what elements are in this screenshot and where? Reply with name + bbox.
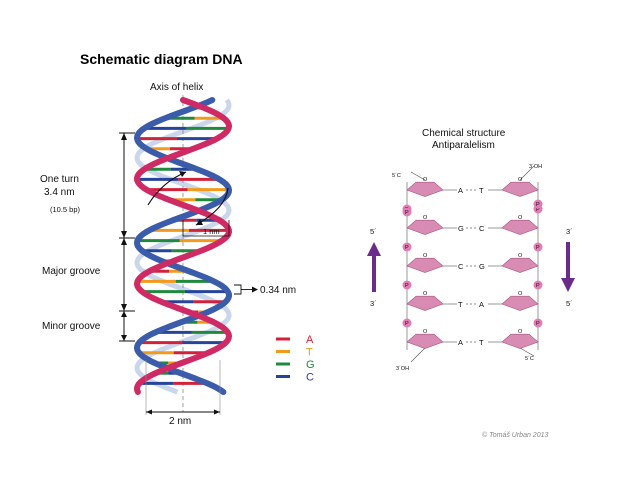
left-base-letter: A (458, 186, 463, 195)
phosphate-group (533, 199, 543, 209)
oxygen-label: O (423, 329, 428, 335)
phosphate-label: P (536, 202, 540, 208)
left-base-letter: T (458, 300, 463, 309)
one-turn-label: One turn (40, 174, 79, 185)
deoxyribose-sugar (406, 257, 444, 273)
one-turn-dimension (119, 132, 135, 239)
rise-label: 0.34 nm (260, 285, 296, 296)
left-base-letter: G (458, 224, 464, 233)
phosphate-group (533, 280, 543, 290)
phosphate-label: P (405, 283, 409, 289)
rotation-arrows (147, 171, 229, 226)
oxygen-label: O (518, 329, 523, 335)
chemical-structure: OOATPPOOGCPPOOCGPPOOTAPPOOATPP (402, 165, 543, 363)
right-direction-arrow (561, 242, 575, 292)
legend-letter: A (306, 334, 314, 346)
deoxyribose-sugar (501, 257, 539, 273)
right-base-letter: G (479, 262, 485, 271)
right-bottom-end-label: 5´C (525, 356, 534, 362)
legend-letter: C (306, 372, 314, 384)
one-nm-label: 1 nm (203, 227, 220, 236)
deoxyribose-sugar (501, 219, 539, 235)
deoxyribose-sugar (406, 181, 444, 197)
phosphate-group (402, 207, 412, 217)
right-top-bond (519, 165, 535, 181)
one-turn-value: 3.4 nm (44, 187, 75, 198)
left-arrow-bottom-label: 3´ (370, 299, 377, 308)
oxygen-label: O (423, 215, 428, 221)
minor-groove-label: Minor groove (42, 321, 101, 332)
deoxyribose-sugar (501, 295, 539, 311)
left-bottom-end-label: 3´OH (396, 366, 409, 372)
right-bottom-bond (519, 347, 535, 357)
phosphate-label: P (405, 245, 409, 251)
phosphate-group (533, 242, 543, 252)
left-base-letter: C (458, 262, 464, 271)
diagram-title: Schematic diagram DNA (80, 51, 243, 67)
minor-groove-dimension (119, 311, 135, 342)
deoxyribose-sugar (406, 333, 444, 349)
phosphate-label: P (536, 321, 540, 327)
front-strand (133, 97, 233, 395)
phosphate-group (402, 318, 412, 328)
one-turn-bp: (10.5 bp) (50, 205, 81, 214)
phosphate-group (402, 242, 412, 252)
right-base-letter: C (479, 224, 485, 233)
copyright: © Tomáš Urban 2013 (482, 431, 548, 439)
oxygen-label: O (423, 291, 428, 297)
diameter-label: 2 nm (169, 416, 191, 427)
left-direction-arrow (367, 242, 381, 292)
oxygen-label: O (423, 177, 428, 183)
left-base-letter: A (458, 338, 463, 347)
one-nm-dimension (182, 220, 230, 237)
oxygen-label: O (518, 291, 523, 297)
left-top-end-label: 5´C (392, 173, 401, 179)
major-groove-dimension (119, 238, 135, 312)
double-helix (133, 95, 233, 412)
phosphate-label: P (405, 321, 409, 327)
phosphate-group (533, 318, 543, 328)
major-groove-label: Major groove (42, 266, 101, 277)
oxygen-label: O (423, 253, 428, 259)
phosphate-label: P (536, 207, 540, 213)
axis-of-helix-label: Axis of helix (150, 82, 203, 93)
oxygen-label: O (518, 177, 523, 183)
diameter-dimension (145, 360, 221, 415)
right-arrow-top-label: 3´ (566, 227, 573, 236)
chemical-title-line1: Chemical structure (422, 128, 506, 139)
left-arrow-top-label: 5´ (370, 227, 377, 236)
oxygen-label: O (518, 253, 523, 259)
phosphate-label: P (536, 245, 540, 251)
phosphate-group (402, 280, 412, 290)
deoxyribose-sugar (501, 181, 539, 197)
phosphate-label: P (405, 210, 409, 216)
left-top-bond (410, 171, 426, 181)
right-base-letter: T (479, 338, 484, 347)
right-base-letter: T (479, 186, 484, 195)
right-top-end-label: 3´OH (529, 164, 542, 170)
chemical-title-line2: Antiparalelism (432, 140, 495, 151)
rise-dimension (234, 284, 258, 295)
right-base-letter: A (479, 300, 484, 309)
deoxyribose-sugar (501, 333, 539, 349)
legend-letter: G (306, 359, 315, 371)
back-strand (133, 97, 233, 395)
legend-letter: T (306, 347, 313, 359)
right-arrow-bottom-label: 5´ (566, 299, 573, 308)
oxygen-label: O (518, 215, 523, 221)
deoxyribose-sugar (406, 295, 444, 311)
phosphate-label: P (536, 283, 540, 289)
deoxyribose-sugar (406, 219, 444, 235)
left-bottom-bond (410, 347, 426, 363)
